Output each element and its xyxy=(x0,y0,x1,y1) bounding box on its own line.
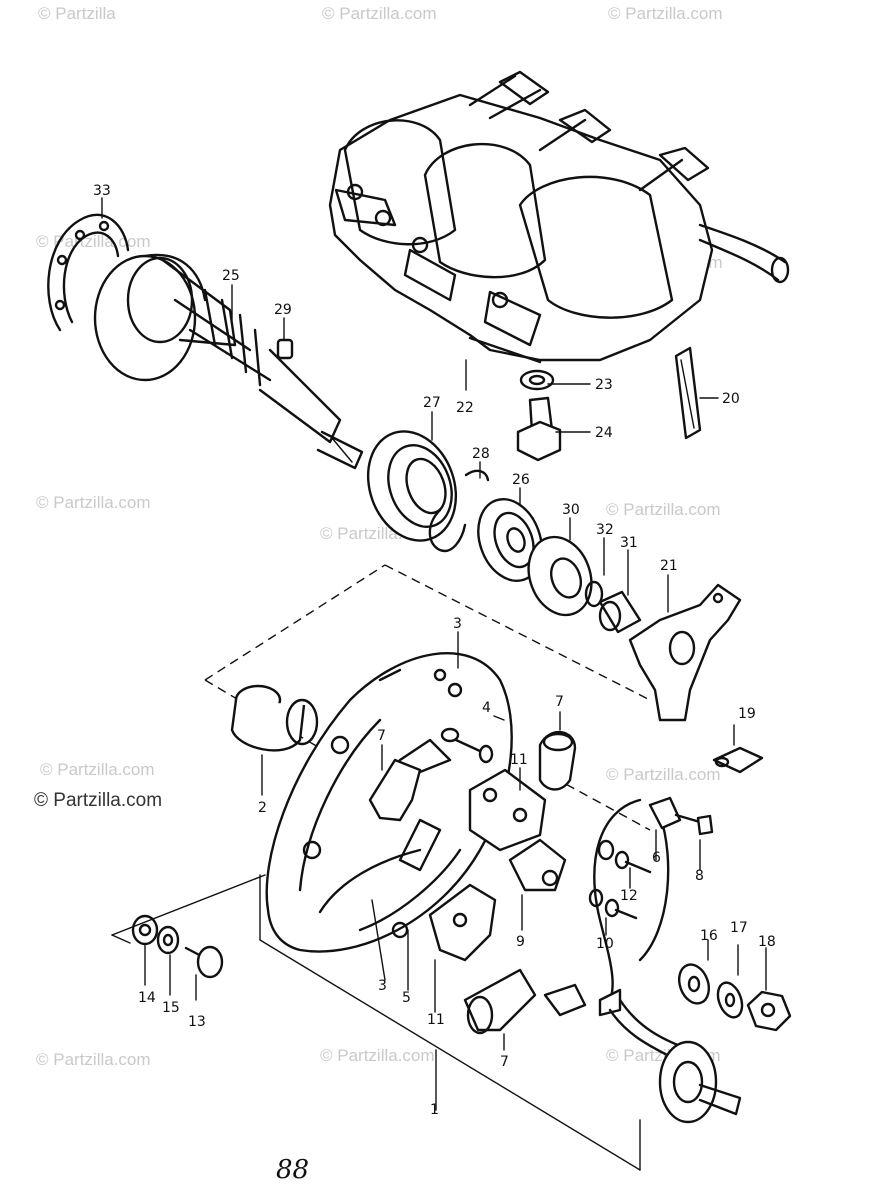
watermark-row3-right: © Partzilla.com xyxy=(606,500,721,519)
callout-30: 30 xyxy=(562,502,580,518)
callout-11-lower: 11 xyxy=(427,1012,445,1028)
callout-7-bottom: 7 xyxy=(500,1054,509,1070)
callout-18: 18 xyxy=(758,934,776,950)
clip-19[interactable] xyxy=(712,746,764,774)
grommet-cable-end[interactable] xyxy=(658,1040,742,1124)
callout-28: 28 xyxy=(472,446,490,462)
bolt-8[interactable] xyxy=(674,813,714,836)
callout-22: 22 xyxy=(456,400,474,416)
cap-2[interactable] xyxy=(230,684,319,752)
watermark-top-right: © Partzilla.com xyxy=(608,4,723,23)
ignition-coil-assembly[interactable] xyxy=(328,70,790,364)
callout-31: 31 xyxy=(620,535,638,551)
callout-5: 5 xyxy=(402,990,411,1006)
bracket-11-upper[interactable] xyxy=(468,768,547,852)
callout-11-upper: 11 xyxy=(510,752,528,768)
page-number: 88 xyxy=(276,1155,309,1185)
watermark-mid-right: © Partzilla.com xyxy=(606,765,721,784)
circlip-33[interactable] xyxy=(47,213,130,332)
sleeve-31[interactable] xyxy=(598,590,642,634)
contact-breaker-7-left[interactable] xyxy=(368,738,452,822)
watermark-mid-left-dark: © Partzilla.com xyxy=(34,790,163,811)
watermark-mid-left-light: © Partzilla.com xyxy=(40,760,155,779)
contact-breaker-7-bottom[interactable] xyxy=(463,968,537,1035)
pin-29[interactable] xyxy=(276,338,294,360)
callout-3-bottom: 3 xyxy=(378,978,387,994)
callout-3-top: 3 xyxy=(453,616,462,632)
screw-4[interactable] xyxy=(440,727,494,764)
spacer-30[interactable] xyxy=(518,528,602,624)
watermark-bottom-left: © Partzilla.com xyxy=(36,1050,151,1069)
callout-32: 32 xyxy=(596,522,614,538)
callout-26: 26 xyxy=(512,472,530,488)
watermark-row3-left: © Partzilla.com xyxy=(36,493,151,512)
callout-16: 16 xyxy=(700,928,718,944)
o-ring-32[interactable] xyxy=(584,580,604,608)
watermark-row2-left: © Partzilla.com xyxy=(36,232,151,251)
callout-7-right: 7 xyxy=(555,694,564,710)
bearing-26[interactable] xyxy=(467,490,552,589)
watermark-top-center: © Partzilla.com xyxy=(322,4,437,23)
callout-6: 6 xyxy=(652,850,661,866)
callout-7-left: 7 xyxy=(377,728,386,744)
washer-15[interactable] xyxy=(156,925,180,955)
bracket-9[interactable] xyxy=(508,838,567,892)
screw-12[interactable] xyxy=(597,839,652,874)
assembly-bracket-lines xyxy=(111,874,641,1171)
leader-lines xyxy=(101,197,767,1051)
bracket-11-lower[interactable] xyxy=(428,883,497,962)
callout-8: 8 xyxy=(695,868,704,884)
callout-24: 24 xyxy=(595,425,613,441)
watermark-top-left: © Partzilla xyxy=(38,4,116,23)
washer-23[interactable] xyxy=(519,369,555,391)
shaft-25[interactable] xyxy=(93,253,364,470)
governor-plate-21[interactable] xyxy=(628,583,742,722)
spring-pin-20[interactable] xyxy=(674,346,702,440)
callout-29: 29 xyxy=(274,302,292,318)
nut-18[interactable] xyxy=(746,990,792,1032)
callout-27: 27 xyxy=(423,395,441,411)
watermark-bottom-center: © Partzilla.com xyxy=(320,1046,435,1065)
callout-12: 12 xyxy=(620,888,638,904)
callout-2: 2 xyxy=(258,800,267,816)
callout-labels: 33 25 29 22 23 24 20 27 28 26 30 32 31 2… xyxy=(93,183,776,1118)
washer-14[interactable] xyxy=(131,914,159,946)
contact-breaker-7-right[interactable] xyxy=(538,730,577,791)
callout-14: 14 xyxy=(138,990,156,1006)
washer-16[interactable] xyxy=(674,960,714,1007)
callout-17: 17 xyxy=(730,920,748,936)
bearing-27[interactable] xyxy=(353,419,470,553)
callout-23: 23 xyxy=(595,377,613,393)
bolt-24[interactable] xyxy=(516,396,562,462)
callout-13: 13 xyxy=(188,1014,206,1030)
callout-19: 19 xyxy=(738,706,756,722)
screw-13[interactable] xyxy=(184,945,224,979)
callout-15: 15 xyxy=(162,1000,180,1016)
callout-10: 10 xyxy=(596,936,614,952)
callout-1: 1 xyxy=(430,1102,439,1118)
callout-33: 33 xyxy=(93,183,111,199)
callout-4: 4 xyxy=(482,700,491,716)
washer-17[interactable] xyxy=(714,979,747,1020)
callout-20: 20 xyxy=(722,391,740,407)
wire-harness[interactable] xyxy=(543,796,692,1064)
callout-21: 21 xyxy=(660,558,678,574)
callout-9: 9 xyxy=(516,934,525,950)
callout-25: 25 xyxy=(222,268,240,284)
